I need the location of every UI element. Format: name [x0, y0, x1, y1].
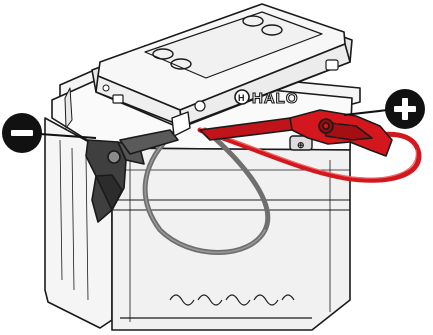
brand-name: HALO [252, 90, 299, 107]
svg-text:⊕: ⊕ [297, 140, 305, 150]
svg-text:H: H [238, 93, 245, 103]
